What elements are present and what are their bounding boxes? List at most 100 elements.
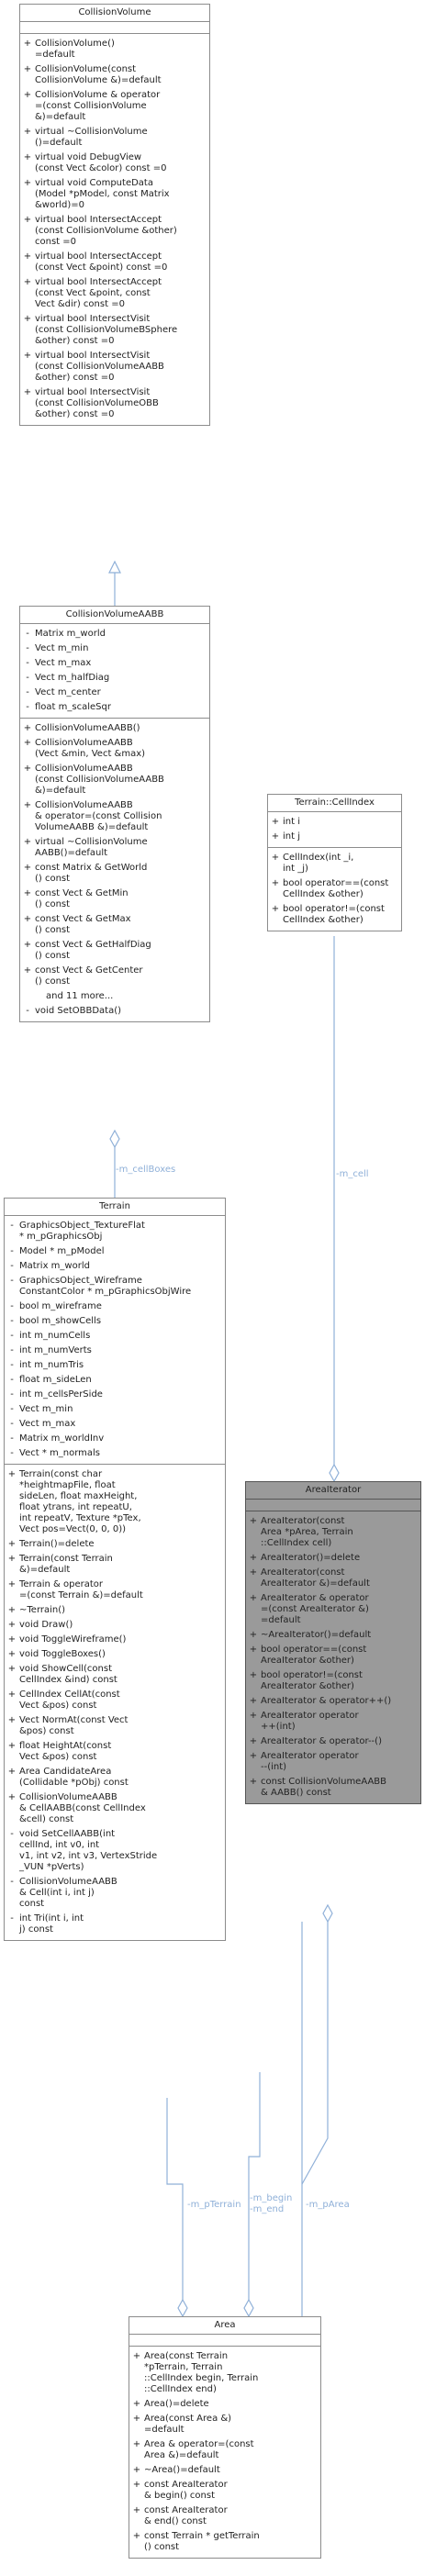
member-text: virtual bool IntersectAccept (const Vect…	[35, 251, 168, 273]
visibility-marker: +	[7, 1605, 17, 1615]
attributes-section: -GraphicsObject_TextureFlat * m_pGraphic…	[5, 1216, 225, 1465]
class-area[interactable]: Area +Area(const Terrain *pTerrain, Terr…	[129, 2316, 321, 2559]
member-text: int Tri(int i, int j) const	[19, 1913, 84, 1935]
class-title: AreaIterator	[246, 1482, 420, 1500]
visibility-marker: +	[7, 1579, 17, 1589]
member-text: GraphicsObject_Wireframe ConstantColor *…	[19, 1276, 192, 1297]
visibility-marker: +	[249, 1553, 258, 1563]
member-text: virtual void ComputeData (Model *pModel,…	[35, 178, 170, 210]
member-text: void Draw()	[19, 1620, 73, 1630]
member-text: void SetOBBData()	[35, 1006, 122, 1016]
method-row: +const Vect & GetHalfDiag () const	[20, 938, 209, 964]
member-text: int m_numVerts	[19, 1345, 92, 1355]
attribute-row: -int m_numVerts	[5, 1344, 225, 1358]
method-row: +const Vect & GetMax () const	[20, 912, 209, 938]
visibility-marker: +	[7, 1689, 17, 1700]
visibility-marker: +	[132, 2351, 141, 2361]
methods-section: +AreaIterator(const Area *pArea, Terrain…	[246, 1511, 420, 1803]
member-text: int m_numCells	[19, 1331, 91, 1341]
method-row: +AreaIterator()=delete	[246, 1551, 420, 1566]
member-text: const Vect & GetCenter () const	[35, 965, 143, 987]
visibility-marker: +	[23, 64, 32, 74]
attribute-row: -Matrix m_world	[5, 1259, 225, 1274]
member-text: AreaIterator()=delete	[261, 1553, 361, 1563]
class-title: Terrain::CellIndex	[268, 795, 401, 812]
attribute-row: -Vect m_center	[20, 686, 209, 700]
member-text: const Terrain * getTerrain () const	[144, 2531, 260, 2552]
method-row: +Area CandidateArea (Collidable *pObj) c…	[5, 1765, 225, 1790]
visibility-marker: -	[10, 1448, 14, 1458]
method-row: +CollisionVolume & operator =(const Coll…	[20, 88, 209, 125]
member-text: CollisionVolume() =default	[35, 39, 115, 60]
member-text: Vect m_max	[35, 658, 92, 668]
attribute-row: -Model * m_pModel	[5, 1244, 225, 1259]
member-text: virtual bool IntersectVisit (const Colli…	[35, 351, 164, 383]
member-text: const Vect & GetMax () const	[35, 914, 131, 935]
visibility-marker: -	[10, 1913, 14, 1924]
visibility-marker: +	[23, 914, 32, 924]
visibility-marker: +	[271, 831, 280, 842]
method-row: +virtual ~CollisionVolume ()=default	[20, 125, 209, 151]
visibility-marker: +	[7, 1649, 17, 1659]
private-method-row: -CollisionVolumeAABB & Cell(int i, int j…	[5, 1875, 225, 1912]
more-members[interactable]: and 11 more...	[20, 989, 209, 1004]
visibility-marker: +	[132, 2465, 141, 2475]
member-text: bool m_wireframe	[19, 1301, 102, 1311]
method-row: +virtual ~CollisionVolume AABB()=default	[20, 835, 209, 861]
member-text: Vect m_max	[19, 1419, 76, 1429]
method-row: +Terrain()=delete	[5, 1537, 225, 1552]
class-cell-index[interactable]: Terrain::CellIndex +int i+int j +CellInd…	[267, 794, 402, 931]
visibility-marker: +	[23, 723, 32, 733]
visibility-marker: -	[10, 1246, 14, 1256]
attribute-row: -Vect m_min	[20, 641, 209, 656]
attributes-section: -Matrix m_world-Vect m_min-Vect m_max-Ve…	[20, 624, 209, 719]
visibility-marker: -	[10, 1276, 14, 1286]
member-text: Vect m_min	[35, 643, 89, 653]
visibility-marker: +	[7, 1620, 17, 1630]
member-text: bool m_showCells	[19, 1316, 102, 1326]
method-row: +const AreaIterator & end() const	[129, 2504, 320, 2529]
attribute-row: -int m_numTris	[5, 1358, 225, 1373]
member-text: ~Terrain()	[19, 1605, 66, 1615]
attribute-row: -GraphicsObject_Wireframe ConstantColor …	[5, 1274, 225, 1299]
attribute-row: +int j	[268, 830, 401, 844]
visibility-marker: -	[10, 1419, 14, 1429]
member-text: AreaIterator(const Area *pArea, Terrain …	[261, 1516, 353, 1548]
method-row: +Area & operator=(const Area &)=default	[129, 2437, 320, 2463]
visibility-marker: +	[271, 878, 280, 888]
member-text: Vect m_min	[19, 1404, 73, 1414]
member-text: CollisionVolumeAABB & CellAABB(const Cel…	[19, 1792, 146, 1824]
visibility-marker: +	[23, 314, 32, 324]
class-collision-volume[interactable]: CollisionVolume +CollisionVolume() =defa…	[19, 4, 210, 426]
method-row: +virtual void DebugView (const Vect &col…	[20, 151, 209, 176]
methods-section: +Terrain(const char *heightmapFile, floa…	[5, 1465, 225, 1940]
method-row: +virtual bool IntersectVisit (const Coll…	[20, 312, 209, 349]
visibility-marker: +	[132, 2480, 141, 2490]
method-row: +const Terrain * getTerrain () const	[129, 2529, 320, 2555]
method-row: +virtual bool IntersectVisit (const Coll…	[20, 385, 209, 422]
attribute-row: -Matrix m_worldInv	[5, 1432, 225, 1446]
member-text: AreaIterator & operator++()	[261, 1696, 392, 1706]
member-text: AreaIterator operator ++(int)	[261, 1711, 359, 1732]
visibility-marker: +	[249, 1696, 258, 1706]
member-text: CollisionVolumeAABB (Vect &min, Vect &ma…	[35, 738, 146, 759]
member-text: virtual bool IntersectVisit (const Colli…	[35, 314, 178, 346]
visibility-marker: +	[132, 2414, 141, 2424]
member-text: int j	[283, 831, 300, 842]
method-row: +float HeightAt(const Vect &pos) const	[5, 1739, 225, 1765]
visibility-marker: +	[23, 215, 32, 225]
class-area-iterator[interactable]: AreaIterator +AreaIterator(const Area *p…	[245, 1481, 421, 1804]
class-collision-volume-aabb[interactable]: CollisionVolumeAABB -Matrix m_world-Vect…	[19, 606, 210, 1022]
method-row: +CellIndex(int _i, int _j)	[268, 851, 401, 876]
method-row: +bool operator==(const AreaIterator &oth…	[246, 1643, 420, 1668]
method-row: +const Matrix & GetWorld () const	[20, 861, 209, 887]
visibility-marker: -	[10, 1877, 14, 1887]
edge-label-cell-boxes: -m_cellBoxes	[116, 1165, 176, 1175]
method-row: +Area()=delete	[129, 2397, 320, 2412]
member-text: CollisionVolume & operator =(const Colli…	[35, 90, 161, 122]
visibility-marker: -	[26, 702, 29, 712]
member-text: int m_numTris	[19, 1360, 84, 1370]
member-text: bool operator!=(const AreaIterator &othe…	[261, 1670, 363, 1691]
class-terrain[interactable]: Terrain -GraphicsObject_TextureFlat * m_…	[4, 1198, 226, 1941]
